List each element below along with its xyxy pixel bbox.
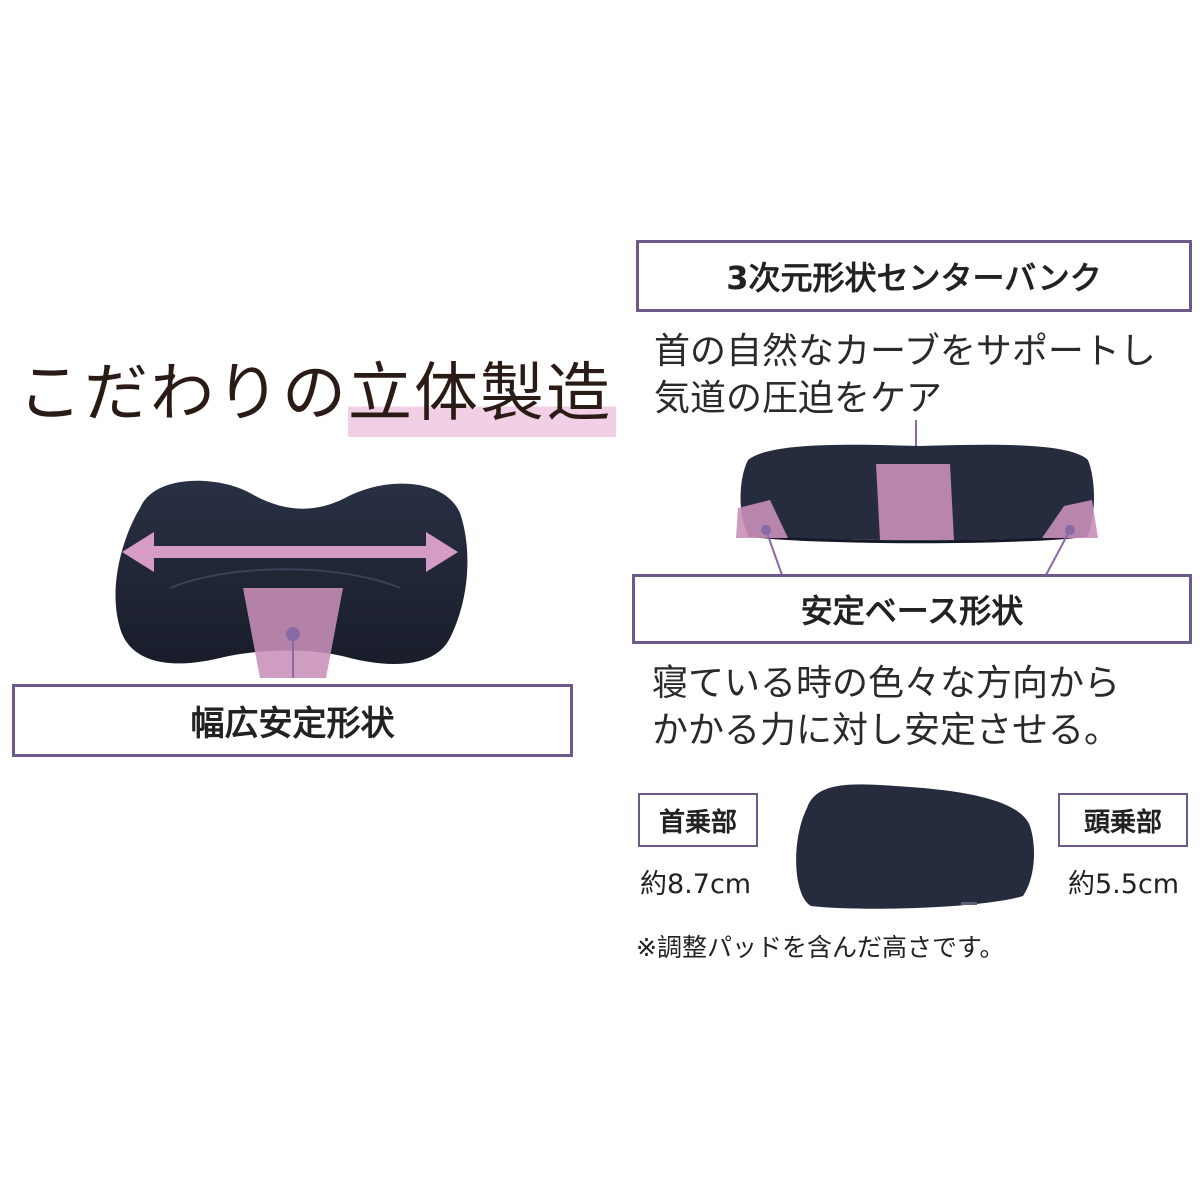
arrow-head-left xyxy=(122,532,154,572)
pillow-body xyxy=(115,480,468,664)
neck-part-label: 首乗部 xyxy=(638,793,758,847)
center-bank-overlay xyxy=(876,464,954,540)
base-connector-right xyxy=(1045,529,1071,576)
wide-stable-shape-label: 幅広安定形状 xyxy=(12,684,573,757)
stable-base-description: 寝ている時の色々な方向から かかる力に対し安定させる。 xyxy=(652,660,1120,754)
stable-base-desc-line2: かかる力に対し安定させる。 xyxy=(652,710,1121,751)
center-bank-desc-line1: 首の自然なカーブをサポートし xyxy=(654,331,1156,372)
head-height-value: 約5.5cm xyxy=(1068,869,1180,900)
head-part-text: 頭乗部 xyxy=(1083,807,1162,838)
arrow-head-right xyxy=(426,532,458,572)
center-bank-label: 3次元形状センターバンク xyxy=(636,240,1192,312)
base-connector-left xyxy=(765,529,783,576)
base-overlay-right xyxy=(1042,500,1098,538)
center-bank-text: 3次元形状センターバンク xyxy=(726,259,1102,297)
stable-base-label: 安定ベース形状 xyxy=(632,574,1192,644)
headline-highlight: 立体製造 xyxy=(348,357,616,437)
neck-part-text: 首乗部 xyxy=(658,807,737,838)
wide-stable-shape-text: 幅広安定形状 xyxy=(190,704,395,744)
neck-height-value: 約8.7cm xyxy=(640,869,752,900)
center-bank-desc-line2: 気道の圧迫をケア xyxy=(654,378,943,419)
pillow-profile-body xyxy=(796,784,1035,909)
pillow-side-image xyxy=(736,420,1098,576)
stable-base-text: 安定ベース形状 xyxy=(800,592,1024,630)
headline-prefix: こだわりの xyxy=(18,357,348,431)
height-footnote: ※調整パッドを含んだ高さです。 xyxy=(636,933,1005,962)
base-overlay-left xyxy=(736,500,788,538)
pillow-profile-image xyxy=(796,784,1035,909)
pillow-front-image xyxy=(115,480,468,678)
head-part-label: 頭乗部 xyxy=(1058,793,1188,847)
center-bank-description: 首の自然なカーブをサポートし 気道の圧迫をケア xyxy=(654,328,1156,422)
stable-base-desc-line1: 寝ている時の色々な方向から xyxy=(652,663,1121,704)
pillow-tag xyxy=(961,902,977,905)
page-title: こだわりの立体製造 xyxy=(18,357,616,437)
